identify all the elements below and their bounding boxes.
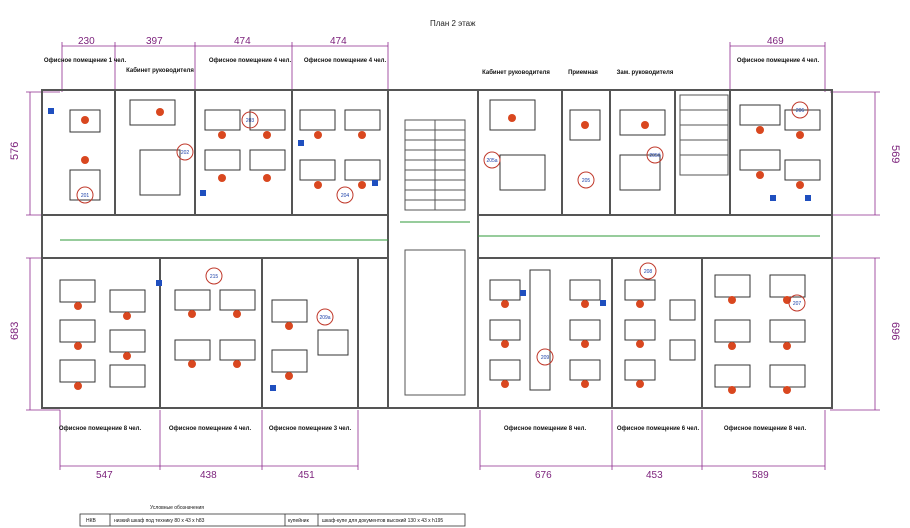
dim-right-top: 569 (889, 145, 901, 163)
room-labels-bottom: Офисное помещение 8 чел. Офисное помещен… (59, 425, 807, 432)
room-number: 208 (644, 269, 653, 275)
room-number: 209 (541, 355, 550, 361)
legend-text-1: низкий шкаф под технику 80 х 43 х h83 (114, 517, 205, 524)
dim-top-4: 474 (330, 36, 347, 47)
room-label: Зам. руководителя (617, 70, 674, 76)
room-number: 215 (210, 274, 219, 280)
dim-left-bottom: 683 (9, 322, 21, 340)
room-label: Приемная (568, 70, 598, 76)
room-label: Офисное помещение 4 чел. (304, 57, 387, 64)
legend-text-2: шкаф-купе для документов высокий 130 х 4… (322, 517, 443, 524)
dim-bottom-3: 451 (298, 470, 315, 481)
room-label: Офисное помещение 4 чел. (169, 425, 252, 432)
legend-code-2: купейник (288, 517, 310, 524)
dim-top-5: 469 (767, 36, 784, 47)
room-number: 205б (649, 153, 660, 159)
room-number: 202 (181, 150, 190, 156)
room-label: Офисное помещение 1 чел. (44, 57, 127, 64)
legend-code-1: НКВ (86, 518, 97, 524)
room-label: Кабинет руководителя (482, 69, 550, 76)
dim-bottom-1: 547 (96, 470, 113, 481)
room-number: 203 (246, 118, 255, 124)
dimension-lines (26, 42, 880, 470)
dim-right-bottom: 696 (889, 322, 901, 340)
dim-top-1: 230 (78, 36, 95, 47)
room-number: 205 (582, 178, 591, 184)
room-numbers: 201 202 203 204 205а 205 205б 206 215 20… (81, 108, 805, 361)
dim-bottom-6: 589 (752, 470, 769, 481)
room-label: Офисное помещение 6 чел. (617, 425, 700, 432)
dim-top-3: 474 (234, 36, 251, 47)
dim-bottom-2: 438 (200, 470, 217, 481)
room-number: 201 (81, 193, 90, 199)
room-label: Офисное помещение 8 чел. (724, 425, 807, 432)
room-label: Кабинет руководителя (126, 67, 194, 74)
plan-title: План 2 этаж (430, 19, 476, 28)
room-label: Офисное помещение 8 чел. (504, 425, 587, 432)
dim-bottom-4: 676 (535, 470, 552, 481)
legend: Условные обозначения НКВ низкий шкаф под… (79, 505, 466, 527)
walls (41, 89, 833, 409)
room-label: Офисное помещение 3 чел. (269, 425, 352, 432)
dim-left-top: 576 (9, 142, 21, 160)
room-number: 205а (486, 158, 497, 164)
legend-heading: Условные обозначения (150, 505, 204, 511)
room-label: Офисное помещение 4 чел. (737, 57, 820, 64)
chairs (74, 108, 804, 394)
room-number: 206 (796, 108, 805, 114)
room-number: 204 (341, 193, 350, 199)
furniture (59, 99, 821, 391)
room-labels-top: Офисное помещение 1 чел. Кабинет руковод… (44, 57, 820, 76)
dim-top-2: 397 (146, 36, 163, 47)
room-number: 209а (319, 315, 330, 321)
room-number-circles (76, 101, 809, 366)
room-label: Офисное помещение 8 чел. (59, 425, 142, 432)
corridor-lines (60, 221, 820, 241)
equipment (48, 108, 811, 391)
dim-bottom-5: 453 (646, 470, 663, 481)
stair-core (404, 94, 729, 396)
room-label: Офисное помещение 4 чел. (209, 57, 292, 64)
room-number: 207 (793, 301, 802, 307)
